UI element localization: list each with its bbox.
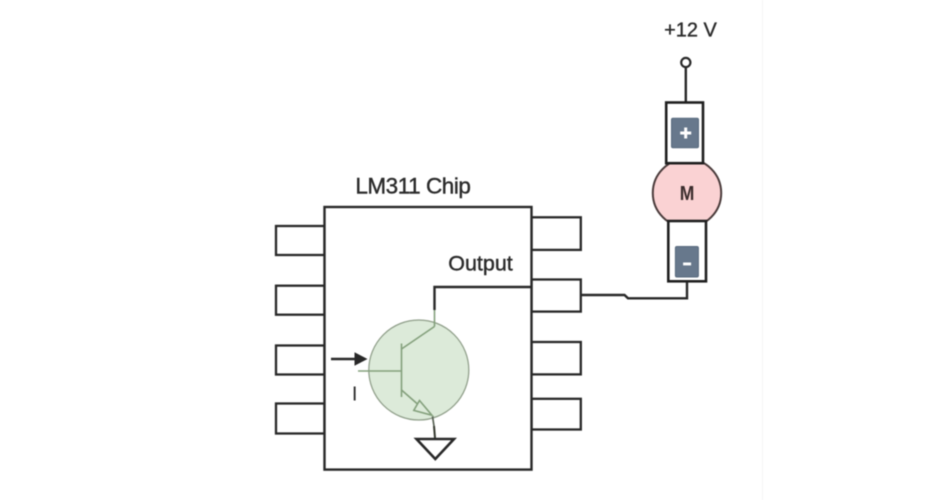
svg-text:M: M (680, 182, 695, 205)
svg-text:I: I (352, 383, 358, 405)
svg-text:Output: Output (448, 251, 513, 275)
svg-text:LM311 Chip: LM311 Chip (355, 173, 470, 198)
svg-text:+12 V: +12 V (664, 19, 717, 41)
